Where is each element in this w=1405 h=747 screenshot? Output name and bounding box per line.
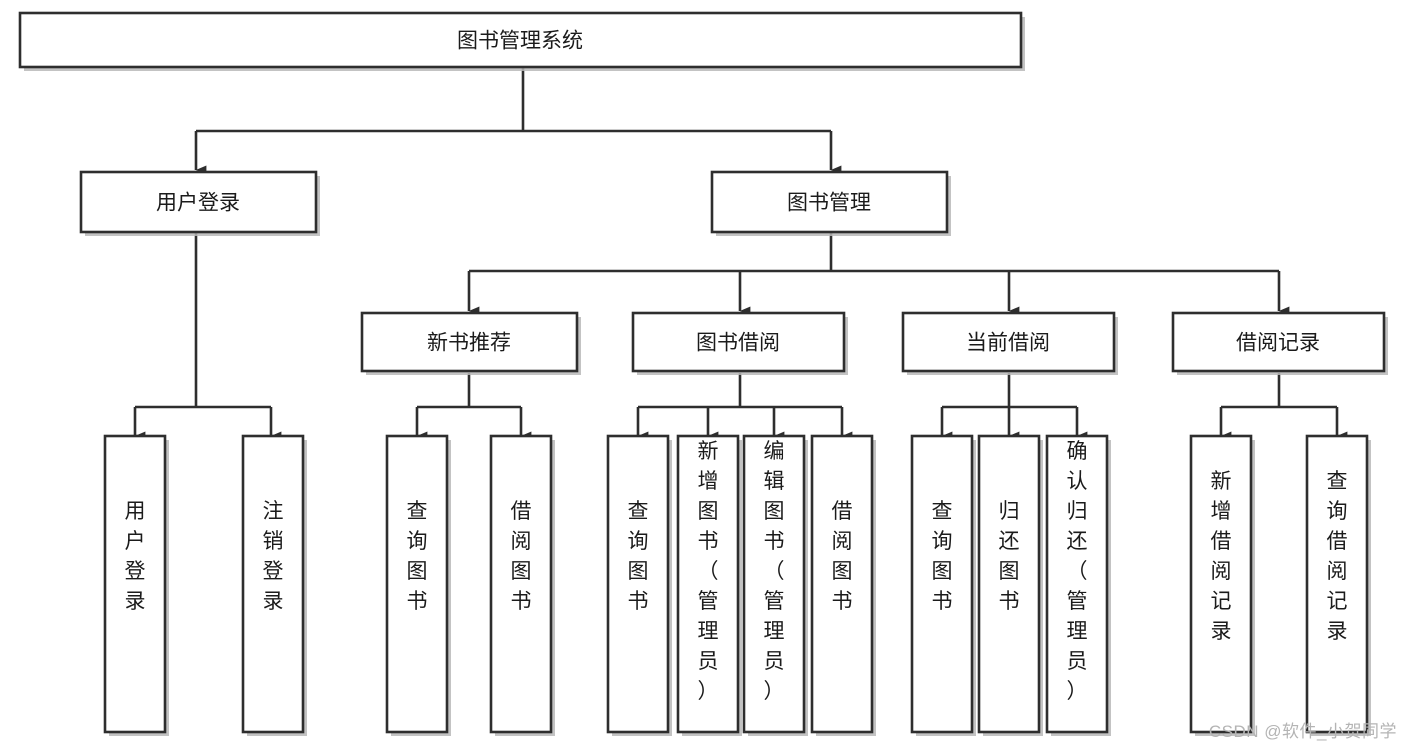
node-borrow-record-label: 借阅记录 [1236, 332, 1320, 355]
leaf-new-book-query-label: 查询图书 [407, 500, 428, 613]
node-user-login[interactable]: 用户登录 [79, 170, 320, 236]
node-book-borrow[interactable]: 图书借阅 [631, 311, 848, 375]
leaf-borrow-add-book-label: 新增图书（管理员） [698, 440, 719, 703]
node-current-borrow[interactable]: 当前借阅 [901, 311, 1118, 375]
leaf-borrow-add-book[interactable]: 新增图书（管理员） [676, 434, 742, 736]
leaf-record-add[interactable]: 新增借阅记录 [1189, 434, 1255, 736]
node-book-borrow-label: 图书借阅 [696, 332, 780, 355]
node-borrow-record[interactable]: 借阅记录 [1171, 311, 1388, 375]
node-current-borrow-label: 当前借阅 [966, 332, 1050, 355]
leaf-borrow-borrow-book-label: 借阅图书 [832, 500, 853, 613]
leaf-new-book-query[interactable]: 查询图书 [385, 434, 451, 736]
leaf-user-login-logout[interactable]: 注销登录 [241, 434, 307, 736]
leaf-borrow-query-label: 查询图书 [628, 500, 649, 613]
leaf-record-query-label: 查询借阅记录 [1327, 470, 1348, 643]
node-book-management-label: 图书管理 [787, 192, 871, 215]
node-new-book-recommend[interactable]: 新书推荐 [360, 311, 581, 375]
leaf-user-login-login-label: 用户登录 [125, 500, 146, 613]
leaf-current-confirm-return-label: 确认归还（管理员） [1067, 440, 1088, 703]
connector-layer [133, 67, 1348, 441]
leaf-user-login-logout-label: 注销登录 [263, 500, 284, 613]
leaf-current-confirm-return[interactable]: 确认归还（管理员） [1045, 434, 1111, 736]
leaf-current-query[interactable]: 查询图书 [910, 434, 976, 736]
node-root-label: 图书管理系统 [457, 30, 583, 53]
node-new-book-recommend-label: 新书推荐 [427, 332, 511, 355]
node-book-management[interactable]: 图书管理 [710, 170, 951, 236]
leaf-record-query[interactable]: 查询借阅记录 [1305, 434, 1371, 736]
leaf-borrow-borrow-book[interactable]: 借阅图书 [810, 434, 876, 736]
leaf-new-book-borrow-label: 借阅图书 [511, 500, 532, 613]
leaf-current-query-label: 查询图书 [932, 500, 953, 613]
leaf-borrow-query[interactable]: 查询图书 [606, 434, 672, 736]
leaf-current-return-label: 归还图书 [999, 500, 1020, 613]
leaf-new-book-borrow[interactable]: 借阅图书 [489, 434, 555, 736]
leaf-user-login-login[interactable]: 用户登录 [103, 434, 169, 736]
leaf-current-return[interactable]: 归还图书 [977, 434, 1043, 736]
node-root[interactable]: 图书管理系统 [18, 11, 1025, 71]
leaf-record-add-label: 新增借阅记录 [1211, 470, 1232, 643]
leaf-borrow-edit-book[interactable]: 编辑图书（管理员） [742, 434, 808, 736]
csdn-watermark: CSDN @软件_小贺同学 [1208, 722, 1397, 741]
leaf-borrow-edit-book-label: 编辑图书（管理员） [764, 440, 785, 703]
node-user-login-label: 用户登录 [156, 192, 240, 215]
